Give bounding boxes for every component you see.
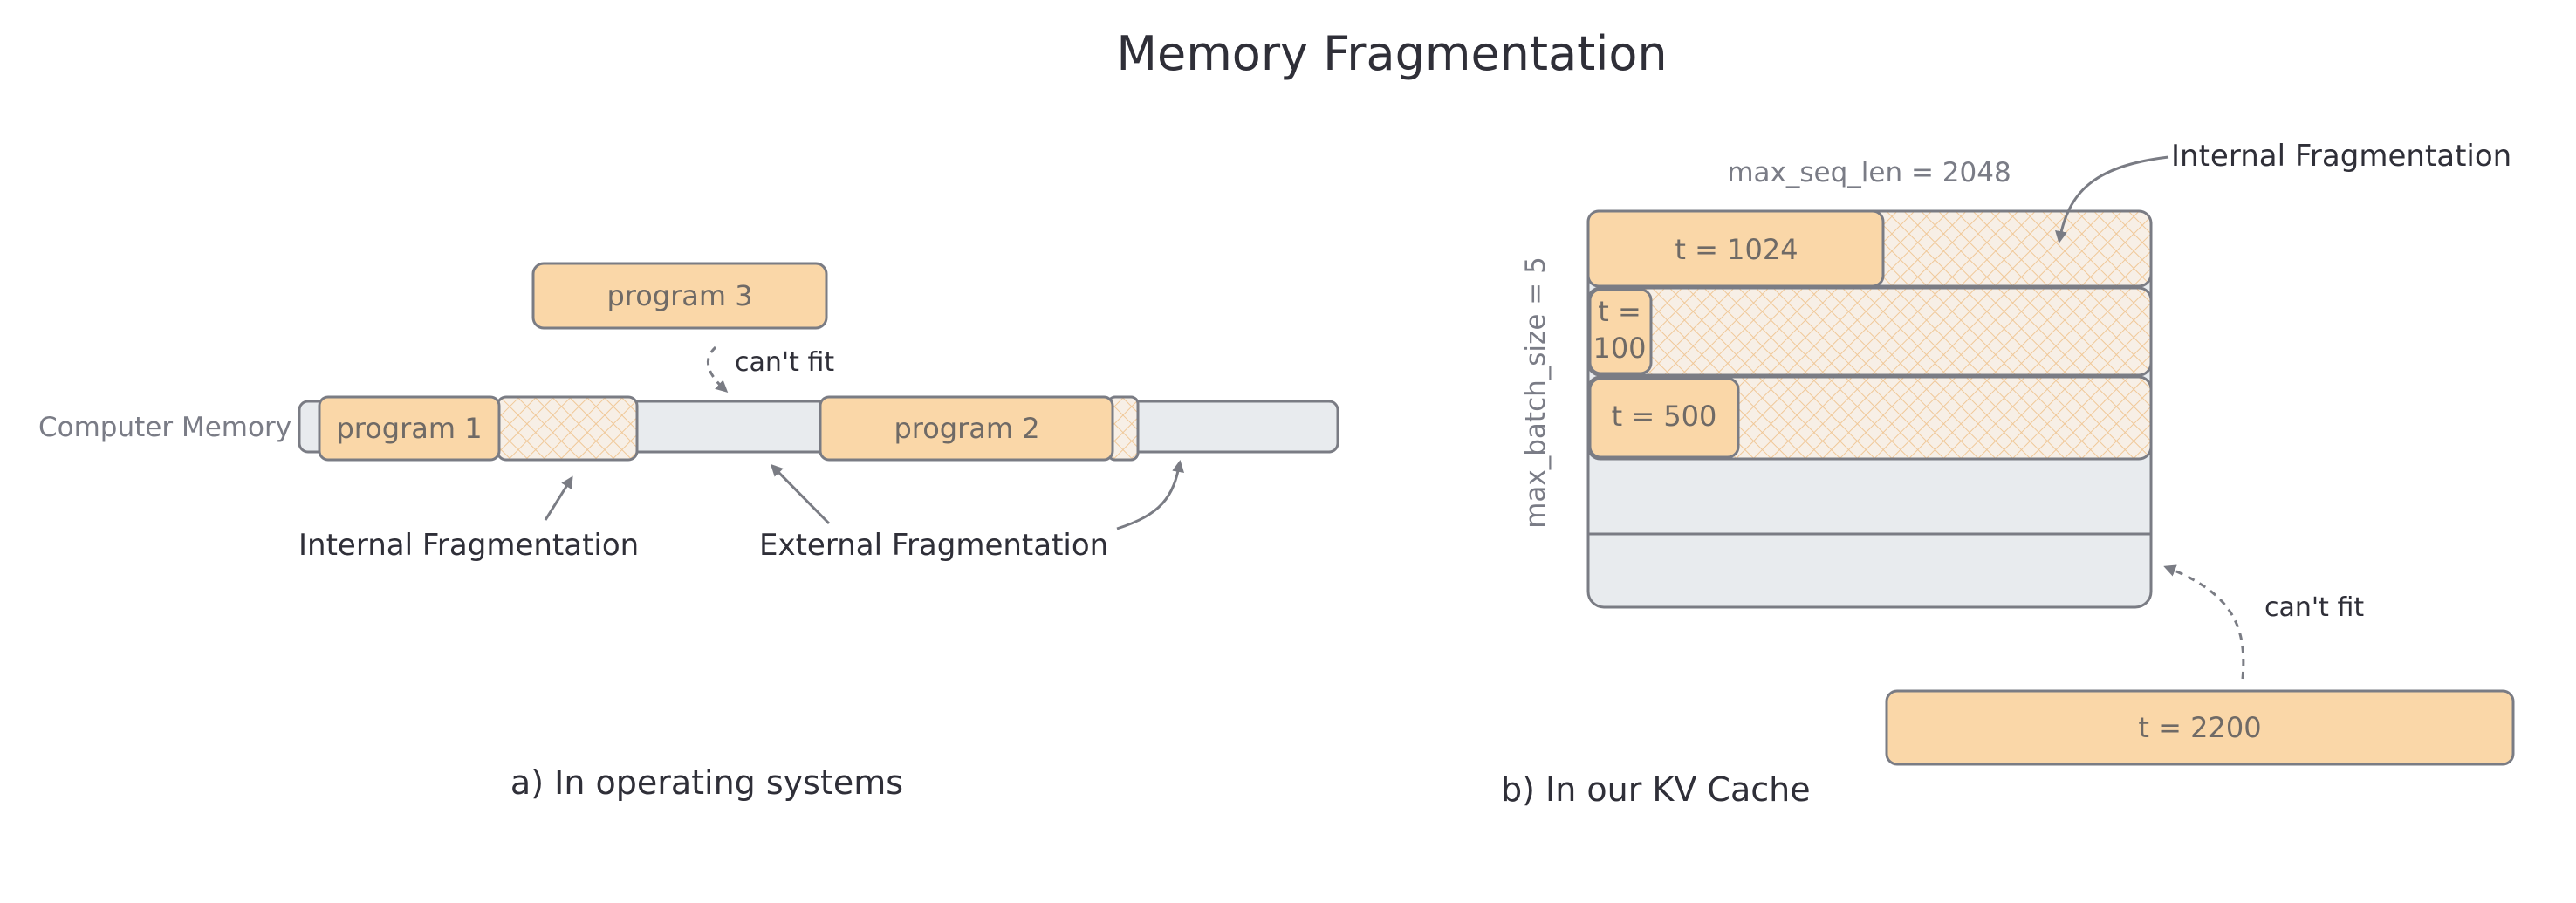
kv-panel: max_seq_len = 2048 max_batch_size = 5 t … <box>1501 139 2515 809</box>
kv-row3-label: t = 500 <box>1612 400 1717 433</box>
kv-internal-frag-arrow <box>2055 155 2169 243</box>
program3-block <box>531 262 828 330</box>
max-seq-len-label: max_seq_len = 2048 <box>1727 157 2011 188</box>
os-external-frag-arrow-right <box>1116 460 1184 530</box>
kv-row2-slot <box>1586 286 2153 377</box>
kv-waiting-block <box>1885 689 2515 766</box>
os-internal-frag-arrow <box>544 475 573 521</box>
kv-internal-frag-label: Internal Fragmentation <box>2171 139 2511 174</box>
kv-row3-block <box>1588 377 1740 459</box>
kv-row2-label-line2: 100 <box>1593 332 1646 365</box>
os-internal-frag-label: Internal Fragmentation <box>298 528 639 563</box>
kv-cant-fit-arrow <box>2163 564 2245 680</box>
kv-row2-label-line1: t = <box>1598 295 1641 328</box>
max-batch-size-label: max_batch_size = 5 <box>1520 257 1552 529</box>
kv-waiting-label: t = 2200 <box>2138 711 2261 744</box>
kv-row1-label: t = 1024 <box>1675 233 1798 266</box>
kv-row2-block <box>1588 288 1653 375</box>
kv-cant-fit-label: can't fit <box>2264 592 2364 623</box>
kv-caption: b) In our KV Cache <box>1501 770 1811 809</box>
program1-block <box>318 395 501 462</box>
program3-label: program 3 <box>606 279 752 312</box>
program1-internal-fragment <box>496 395 639 462</box>
os-cant-fit-label: can't fit <box>735 347 834 378</box>
os-panel: Computer Memory program 1 program 2 prog… <box>38 262 1339 802</box>
os-external-frag-arrow-left <box>770 463 831 525</box>
computer-memory-label: Computer Memory <box>38 412 291 443</box>
diagram-title: Memory Fragmentation <box>1116 26 1667 81</box>
program2-label: program 2 <box>894 412 1039 445</box>
kv-row1-block <box>1586 209 1885 288</box>
os-caption: a) In operating systems <box>510 763 903 802</box>
program2-block <box>819 395 1114 462</box>
os-cant-fit-arrow <box>707 345 729 393</box>
os-external-frag-label: External Fragmentation <box>759 528 1108 563</box>
program1-label: program 1 <box>336 412 482 445</box>
